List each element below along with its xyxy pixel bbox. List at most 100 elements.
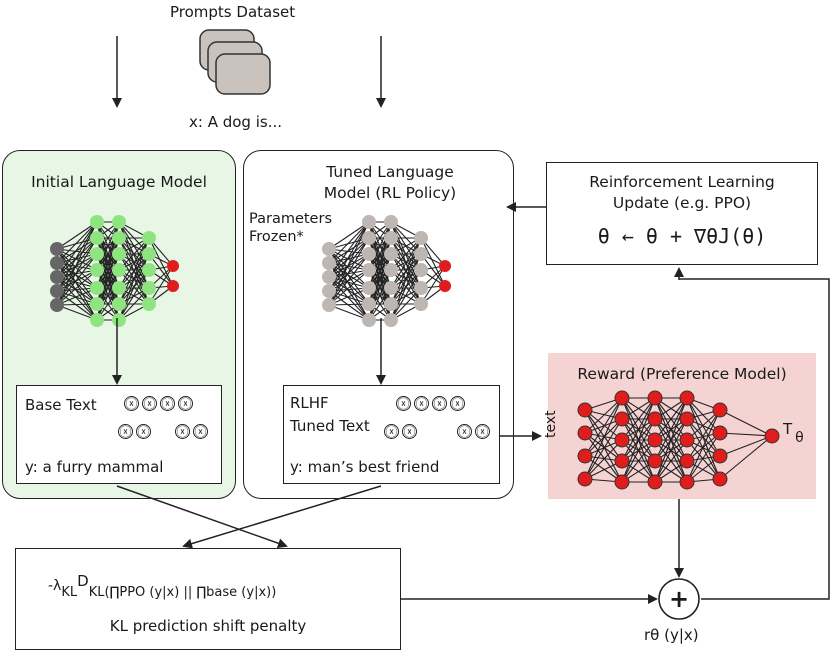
- tuned-net-node: [362, 281, 376, 295]
- token-icon: ⓧ: [160, 396, 175, 411]
- reward-net-edge: [584, 418, 623, 480]
- token-icon: ⓧ: [193, 424, 208, 439]
- sum-node: [658, 578, 700, 620]
- initial-net-edge: [56, 221, 98, 292]
- reward-net-edge: [584, 409, 623, 462]
- sum-symbol: +: [668, 585, 690, 613]
- tuned-net-node: [362, 231, 376, 245]
- tuned-net-node: [362, 297, 376, 311]
- reward-net-edge: [654, 397, 688, 462]
- reward-net-edge: [584, 397, 623, 457]
- tuned-net-node: [384, 215, 398, 229]
- initial-net-node: [50, 256, 64, 270]
- tuned-net-node: [414, 247, 428, 261]
- initial-net-node: [90, 263, 104, 277]
- initial-net-edge: [118, 253, 150, 321]
- tuned-title-line1: Tuned Language: [326, 163, 454, 181]
- tuned-model-title: Tuned Language Model (RL Policy): [270, 162, 510, 204]
- tuned-net-edge: [390, 253, 422, 321]
- rl-update-box: [546, 162, 818, 265]
- initial-net-edge: [56, 248, 98, 305]
- reward-net-node: [712, 425, 728, 441]
- token-icon: ⓧ: [475, 424, 490, 439]
- tuned-net-node: [384, 281, 398, 295]
- base-to-kl-arrow: [116, 485, 288, 549]
- tuned-title-line2: Model (RL Policy): [323, 184, 457, 202]
- sum-to-rl-arrow: [679, 278, 830, 600]
- tuned-net-node: [322, 256, 336, 270]
- token-icon: ⓧ: [414, 396, 429, 411]
- reward-net-edge: [719, 432, 773, 437]
- tuned-net-node: [384, 247, 398, 261]
- initial-net-node: [90, 231, 104, 245]
- initial-net-edge: [56, 253, 98, 278]
- reward-net-node: [679, 390, 695, 406]
- reward-model-title: Reward (Preference Model): [577, 365, 787, 383]
- initial-net-node: [112, 231, 126, 245]
- rl-title-line1: Reinforcement Learning: [589, 173, 775, 191]
- tuned-net-node: [362, 263, 376, 277]
- tuned-net-edge: [328, 287, 370, 306]
- token-icon: ⓧ: [402, 424, 417, 439]
- initial-net-node: [90, 215, 104, 229]
- reward-net-edge: [584, 432, 623, 483]
- reward-net-node: [647, 453, 663, 469]
- initial-net-node: [112, 263, 126, 277]
- initial-net-node: [112, 297, 126, 311]
- reward-net-node: [679, 453, 695, 469]
- initial-net-node: [112, 215, 126, 229]
- tuned-net-edge: [390, 237, 422, 305]
- reward-net-edge: [654, 397, 688, 441]
- kl-formula-d: D: [77, 572, 89, 590]
- prompt-text: x: A dog is...: [189, 113, 283, 131]
- reward-net-node: [712, 448, 728, 464]
- reward-net-node: [614, 411, 630, 427]
- reward-net-node: [679, 432, 695, 448]
- tuned-net-edge: [328, 221, 370, 292]
- tuned-net-node: [414, 263, 428, 277]
- initial-net-node: [167, 260, 179, 272]
- initial-net-edge: [118, 221, 150, 289]
- tuned-net-edge: [420, 237, 446, 287]
- tuned-net-node: [414, 231, 428, 245]
- tuned-net-node: [362, 247, 376, 261]
- tuned-net-edge: [328, 221, 370, 250]
- reward-net-node: [647, 390, 663, 406]
- reward-net-node: [764, 428, 780, 444]
- initial-net-edge: [118, 269, 150, 321]
- tuned-net-edge: [420, 265, 446, 305]
- tuned-net-edge: [390, 287, 422, 321]
- initial-net-edge: [56, 221, 98, 264]
- tuned-net-edge: [328, 237, 370, 264]
- tuned-net-node: [322, 284, 336, 298]
- initial-model-title: Initial Language Model: [31, 173, 207, 191]
- tuned-net-node: [322, 298, 336, 312]
- reward-net-edge: [654, 418, 688, 483]
- tuned-net-node: [362, 215, 376, 229]
- initial-net-edge: [56, 269, 98, 292]
- initial-net-node: [167, 280, 179, 292]
- initial-net-edge: [118, 237, 150, 289]
- reward-net-node: [679, 411, 695, 427]
- reward-net-node: [647, 411, 663, 427]
- token-icon: ⓧ: [118, 424, 133, 439]
- tuned-net-edge: [328, 248, 370, 305]
- reward-net-node: [712, 471, 728, 487]
- initial-net-edge: [56, 262, 98, 321]
- base-output-text: y: a furry mammal: [25, 458, 164, 476]
- reward-net-node: [679, 474, 695, 490]
- initial-net-node: [50, 270, 64, 284]
- tuned-net-edge: [328, 248, 370, 321]
- initial-net-edge: [56, 248, 98, 321]
- initial-net-node: [90, 247, 104, 261]
- dataset-stack-icon: [199, 29, 271, 95]
- reward-net-node: [614, 390, 630, 406]
- initial-net-node: [112, 247, 126, 261]
- initial-net-edge: [96, 221, 120, 271]
- token-icon: ⓧ: [450, 396, 465, 411]
- reward-net-edge: [621, 397, 656, 441]
- reward-model-network: [577, 390, 780, 490]
